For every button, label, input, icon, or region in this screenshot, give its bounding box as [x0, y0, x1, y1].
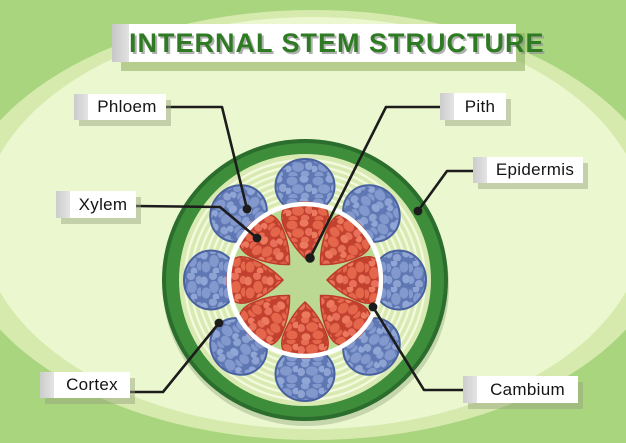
- pointer-dot-cambium: [368, 302, 378, 312]
- label-cambium-text: Cambium: [490, 379, 565, 399]
- label-tab: [40, 372, 54, 398]
- pointer-dots: [214, 204, 423, 328]
- title-banner: INTERNAL STEM STRUCTURE: [112, 24, 544, 62]
- page-title: INTERNAL STEM STRUCTURE: [129, 28, 545, 58]
- pointer-line-xylem: [133, 204, 259, 240]
- label-xylem: Xylem: [56, 191, 136, 218]
- cambium-ring: [226, 201, 384, 359]
- label-tab: [440, 93, 454, 120]
- label-phloem: Phloem: [74, 94, 166, 120]
- label-tab: [473, 157, 487, 183]
- pointer-line-phloem: [163, 105, 249, 211]
- pointer-line-pith: [308, 105, 442, 260]
- label-epidermis-text: Epidermis: [495, 160, 575, 179]
- label-cambium: Cambium: [463, 376, 578, 403]
- label-tab: [74, 94, 88, 120]
- label-tab: [463, 376, 477, 403]
- pointer-dot-xylem: [252, 233, 262, 243]
- label-pith-text: Pith: [464, 96, 496, 116]
- pointer-dot-cortex: [214, 318, 224, 328]
- label-phloem-text: Phloem: [97, 97, 157, 116]
- stem-cross-section: [162, 139, 449, 426]
- title-banner-tab: [112, 24, 129, 62]
- label-tab: [56, 191, 70, 218]
- label-cortex-text: Cortex: [66, 375, 118, 394]
- pointer-lines: [128, 105, 475, 394]
- pointer-dot-phloem: [242, 204, 252, 214]
- pointer-line-cortex: [128, 321, 221, 394]
- pointer-dot-pith: [305, 253, 315, 263]
- label-xylem-text: Xylem: [78, 194, 128, 214]
- pointer-line-cambium: [371, 305, 465, 392]
- label-epidermis: Epidermis: [473, 157, 583, 183]
- pointer-dot-epidermis: [413, 206, 423, 216]
- label-pith: Pith: [440, 93, 506, 120]
- label-cortex: Cortex: [40, 372, 130, 398]
- pointer-line-epidermis: [416, 169, 475, 213]
